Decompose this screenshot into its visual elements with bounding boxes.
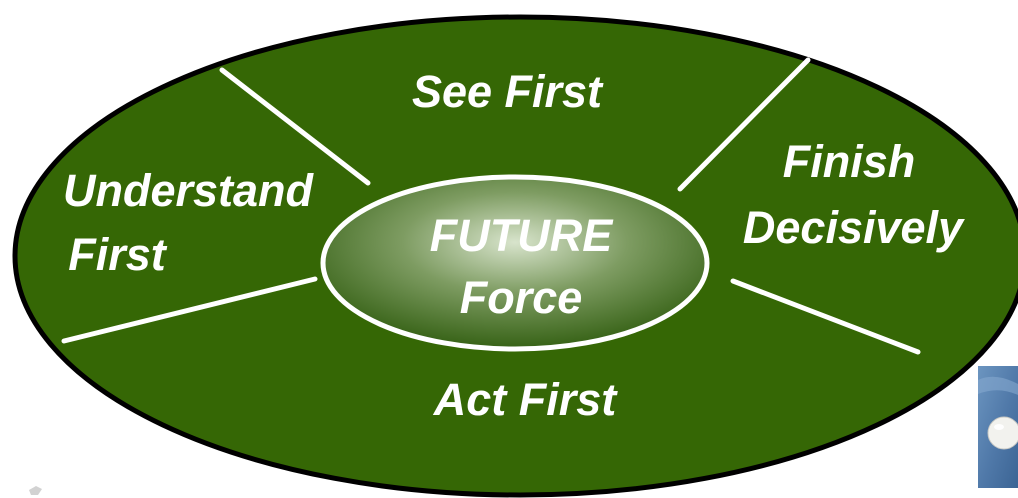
label-understand-first-line1: Understand [63,165,315,216]
label-finish-decisively-line1: Finish [783,136,916,187]
divider-bottom-left [61,276,318,344]
center-ellipse [320,174,710,352]
center-label-force: Force [460,272,583,323]
ball-icon [987,416,1018,450]
corner-mark [29,486,42,495]
divider-bottom-right [730,278,921,355]
center-label-future: FUTURE [430,210,614,261]
divider-top-left [219,67,371,186]
divider-top-right [677,57,811,192]
label-understand-first-line2: First [68,229,168,280]
partial-photo [978,366,1018,488]
label-see-first: See First [412,66,604,117]
label-finish-decisively-line2: Decisively [743,202,965,253]
label-act-first: Act First [433,374,619,425]
